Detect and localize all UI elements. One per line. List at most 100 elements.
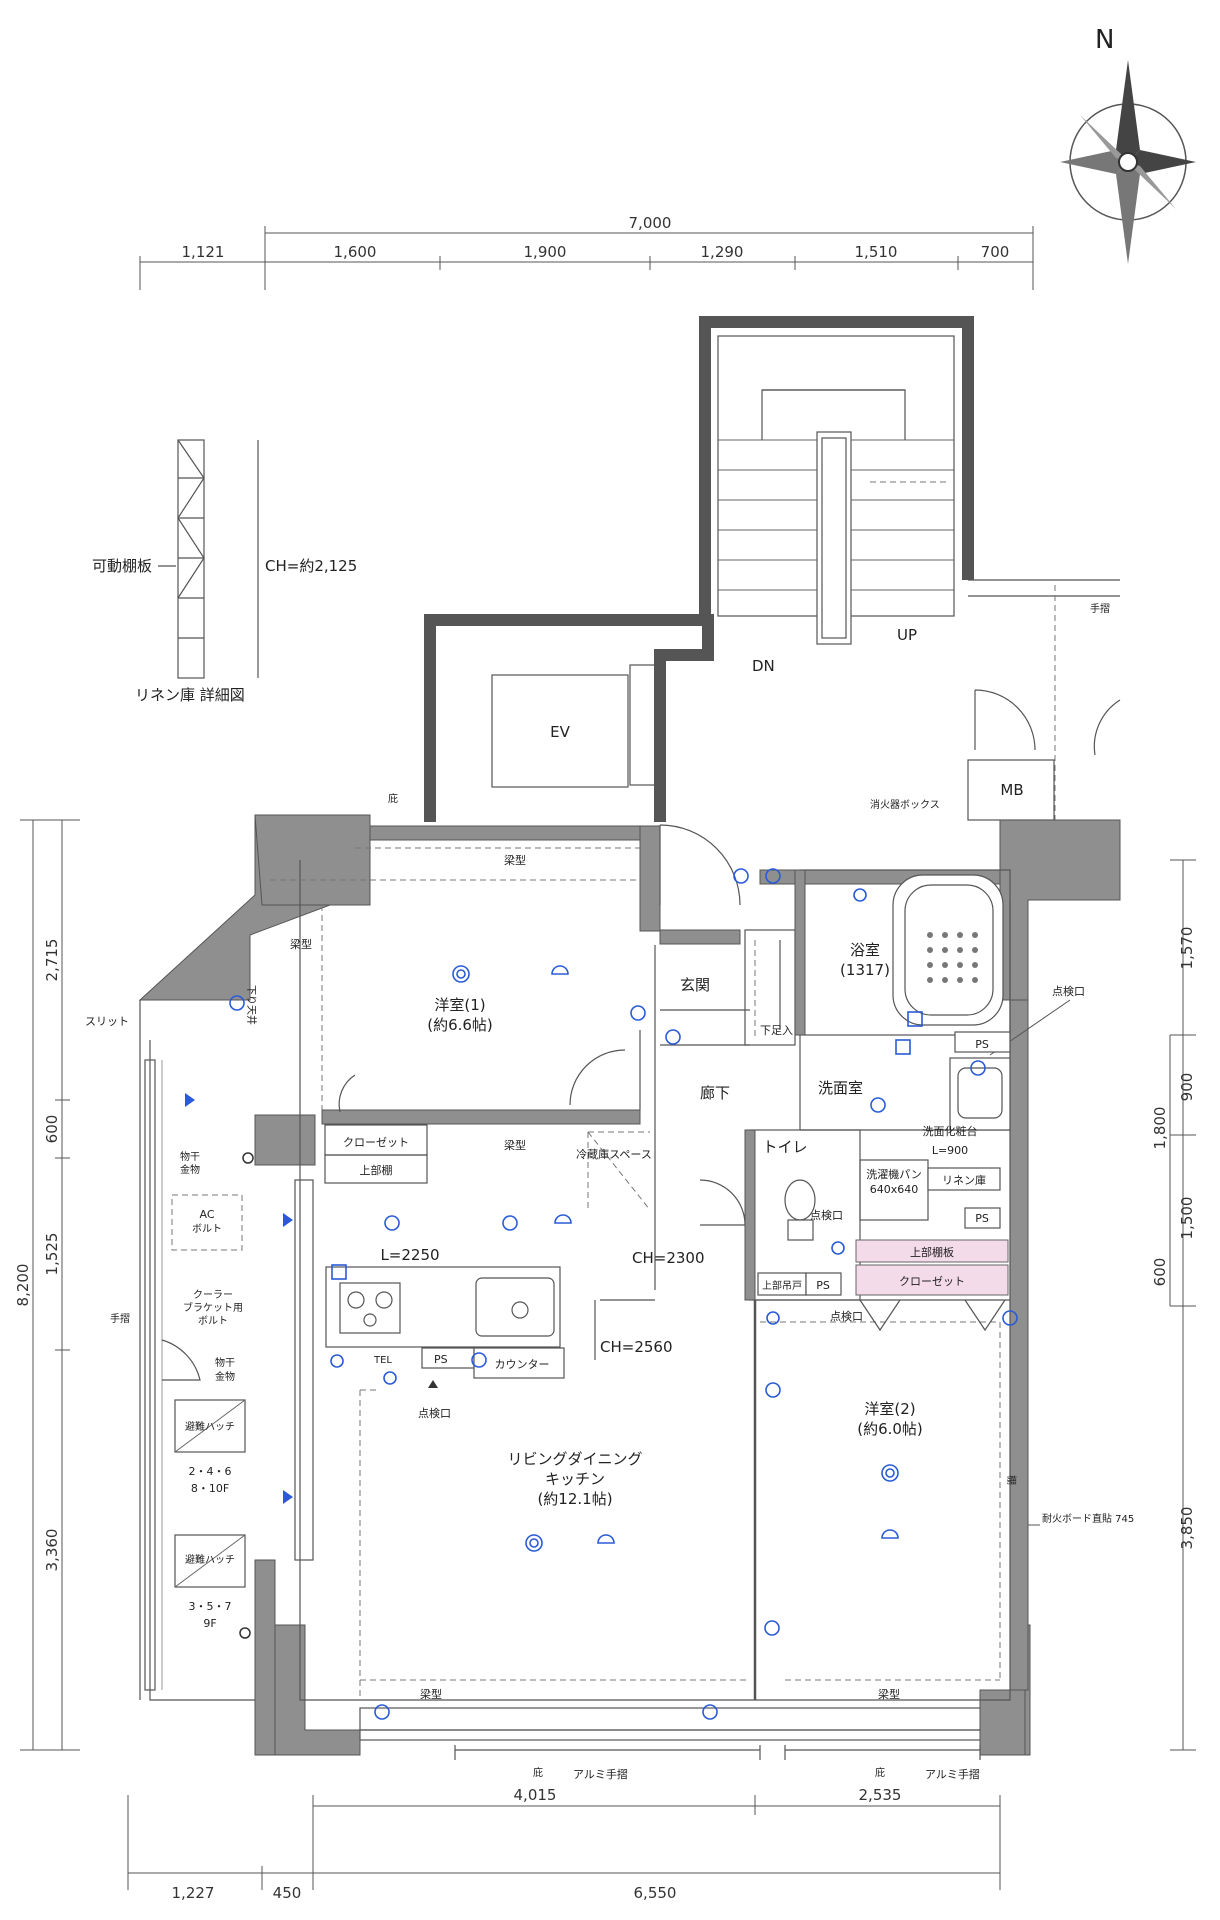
- dim-right-6: 3,850: [1178, 1507, 1196, 1550]
- dim-right-4: 1,500: [1178, 1197, 1196, 1240]
- linen-box-label: リネン庫: [942, 1173, 986, 1187]
- tel-label: TEL: [373, 1355, 392, 1366]
- kitchen-length-label: L=2250: [380, 1246, 439, 1264]
- laundry1-label-a: 物干: [180, 1150, 200, 1163]
- beam-bottom-right-label: 梁型: [878, 1687, 900, 1701]
- western2-size: (約6.0帖): [857, 1420, 923, 1438]
- shelf-label: 棚: [1005, 1475, 1018, 1485]
- sagari-label: 下り天井: [245, 985, 258, 1025]
- washroom-label: 洗面室: [818, 1079, 863, 1097]
- hatch2-label: 避難ハッチ: [185, 1553, 235, 1566]
- bottom-dimensions: 4,015 2,535 1,227 450 6,550: [127, 1786, 1001, 1902]
- inspect-kitchen-label: 点検口: [418, 1406, 451, 1420]
- dim-top-2: 1,600: [334, 243, 377, 261]
- dim-top-5: 1,510: [855, 243, 898, 261]
- entrance-corridor: 玄関 下足入 廊下 冷蔵庫スペース CH=2300 CH=2560: [576, 824, 796, 1360]
- dim-left-4: 3,360: [43, 1529, 61, 1572]
- vanity-len-label: L=900: [932, 1144, 968, 1157]
- dim-left-3: 1,525: [43, 1233, 61, 1276]
- ldk-line2: キッチン: [545, 1470, 605, 1488]
- compass-needle-west: [1060, 150, 1128, 174]
- linen-shelf-label: 可動棚板: [92, 557, 152, 575]
- dim-top-6: 700: [981, 243, 1010, 261]
- dim-right-3: 1,800: [1151, 1107, 1169, 1150]
- dim-right-5: 600: [1151, 1258, 1169, 1287]
- linen-ch-label: CH=約2,125: [265, 557, 357, 575]
- bath-size: (1317): [840, 961, 890, 979]
- vanity-label: 洗面化粧台: [923, 1124, 978, 1138]
- ps-toilet-label: PS: [816, 1279, 830, 1292]
- dim-top-total: 7,000: [629, 214, 672, 232]
- dim-top-3: 1,900: [524, 243, 567, 261]
- hatch2-floors-a: 3・5・7: [189, 1600, 232, 1613]
- alum-bl-label: アルミ手摺: [573, 1767, 628, 1781]
- ch2560-label: CH=2560: [600, 1338, 673, 1356]
- balcony-bottom: 庇 アルミ手摺 庇 アルミ手摺: [454, 1745, 981, 1781]
- handrail-top-label: 手摺: [1090, 602, 1110, 615]
- upper-shelf2-label: 上部棚板: [910, 1245, 954, 1259]
- beam-top-label: 梁型: [504, 853, 526, 867]
- inspect-bath-label: 点検口: [1052, 984, 1085, 998]
- compass-center: [1118, 152, 1138, 172]
- dim-bottom-1: 1,227: [172, 1884, 215, 1902]
- compass-needle-north: [1116, 60, 1140, 162]
- toilet: トイレ 点検口 上部吊戸 PS AN 上部棚板 クローゼット: [744, 1129, 1009, 1301]
- ldk: リビングダイニング キッチン (約12.1帖) 梁型: [359, 1389, 748, 1720]
- linen-detail: 可動棚板 CH=約2,125 リネン庫 詳細図: [92, 439, 357, 704]
- dim-left-total: 8,200: [14, 1264, 32, 1307]
- dim-bottom-top-1: 4,015: [514, 1786, 557, 1804]
- stair-core: DN UP 手摺 EV 庇 MB 消火器ボックス: [388, 316, 1121, 840]
- dim-bottom-2: 450: [273, 1884, 302, 1902]
- dim-top-4: 1,290: [701, 243, 744, 261]
- hatch1-label: 避難ハッチ: [185, 1420, 235, 1433]
- bathroom: 浴室 (1317) 点検口 PS: [794, 869, 1085, 1056]
- ac-bolt-b: ボルト: [192, 1223, 222, 1235]
- ac-bolt-a: AC: [199, 1208, 214, 1221]
- fire-box-label: 消火器ボックス: [870, 798, 940, 811]
- upper-shelf1-label: 上部棚: [360, 1163, 393, 1177]
- eave-br-label: 庇: [875, 1766, 885, 1779]
- inspect-toilet-label: 点検口: [810, 1208, 843, 1222]
- handrail-left-label: 手摺: [110, 1312, 130, 1325]
- linen-caption: リネン庫 詳細図: [135, 686, 245, 704]
- compass-needle-nw: [1080, 115, 1128, 162]
- washer-pan-label: 洗濯機パン: [866, 1167, 922, 1181]
- dim-right-1: 1,570: [1178, 927, 1196, 970]
- laundry2-label-b: 金物: [215, 1370, 235, 1383]
- western-room-1: 梁型 梁型 下り天井 洋室(1) (約6.6帖) クローゼット 上部棚 梁型: [229, 847, 641, 1184]
- stair-dn-label: DN: [752, 657, 775, 675]
- right-dimensions: 1,570 900 1,800 1,500 600 3,850: [1151, 859, 1196, 1751]
- ev-label: EV: [550, 723, 570, 741]
- kitchen: L=2250 PS カウンター TEL 点検口: [325, 1214, 572, 1420]
- cooler-a: クーラー: [193, 1289, 233, 1301]
- western2-name: 洋室(2): [864, 1400, 915, 1418]
- western-room-2: 棚 洋室(2) (約6.0帖) 点検口 梁型 耐火ボード直貼 745: [753, 1299, 1134, 1701]
- beam-mid-label: 梁型: [504, 1138, 526, 1152]
- dim-left-2: 600: [43, 1115, 61, 1144]
- dim-left-1: 2,715: [43, 939, 61, 982]
- eave-bl-label: 庇: [533, 1766, 543, 1779]
- washer-size-label: 640x640: [870, 1183, 919, 1196]
- beam-bottom-left-label: 梁型: [420, 1687, 442, 1701]
- exterior-walls: [138, 814, 1121, 1756]
- closet2-label: クローゼット: [899, 1275, 965, 1288]
- compass-north-label: N: [1095, 25, 1114, 55]
- ldk-line1: リビングダイニング: [507, 1450, 642, 1468]
- shoe-cabinet-label: 下足入: [760, 1024, 793, 1037]
- top-dimensions: 7,000 1,121 1,600 1,900 1,290 1,510 700: [139, 214, 1034, 290]
- compass-needle-south: [1116, 162, 1140, 264]
- ps-wash-label: PS: [975, 1212, 989, 1225]
- ch2300-label: CH=2300: [632, 1249, 705, 1267]
- compass-needle-east: [1128, 150, 1196, 174]
- ldk-size: (約12.1帖): [537, 1490, 612, 1508]
- dim-bottom-top-2: 2,535: [859, 1786, 902, 1804]
- fridge-label: 冷蔵庫スペース: [576, 1147, 652, 1161]
- eave-top-label: 庇: [388, 792, 398, 805]
- left-dimensions: 8,200 2,715 600 1,525 3,360: [14, 819, 80, 1751]
- balcony-left: 手摺 スリット 物干 金物 AC ボルト クーラー ブラケット用 ボルト 物干 …: [85, 1000, 314, 1701]
- entrance-label: 玄関: [680, 976, 710, 994]
- western1-size: (約6.6帖): [427, 1016, 493, 1034]
- dim-right-2: 900: [1178, 1073, 1196, 1102]
- bath-name: 浴室: [850, 941, 880, 959]
